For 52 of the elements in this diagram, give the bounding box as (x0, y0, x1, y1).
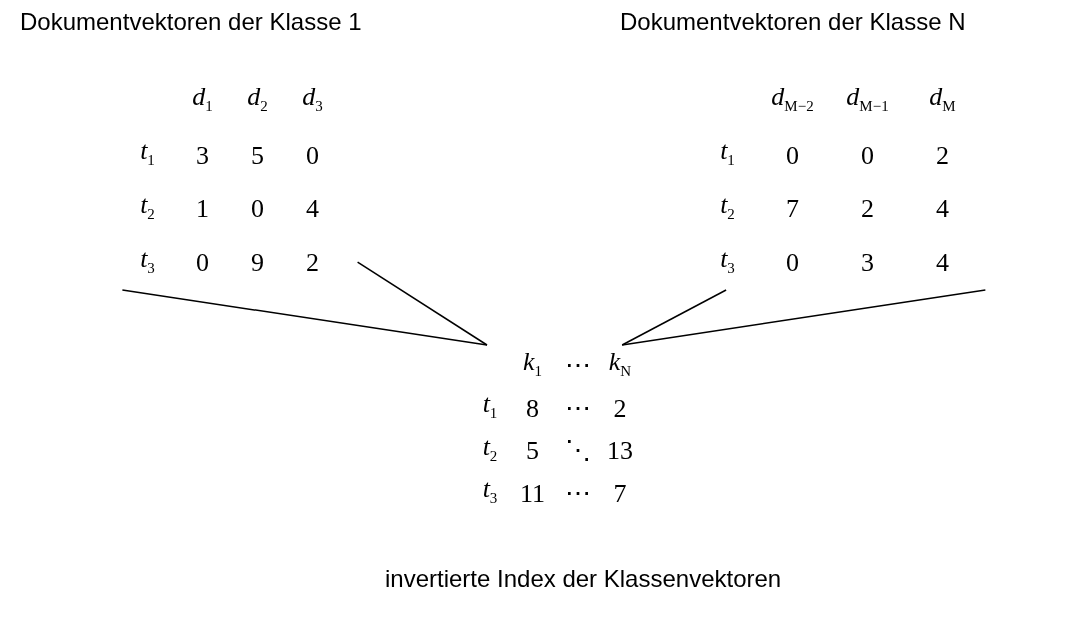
matrix-entry: 7 (786, 194, 799, 225)
connector-line (356, 261, 488, 346)
matrix-entry: 0 (786, 140, 799, 171)
matrix-entry: t$_{2}$ (482, 431, 498, 466)
matrix-entry: t$_{1}$ (140, 136, 155, 171)
matrix-entry: t$_{2}$ (720, 189, 735, 224)
matrix-entry: t$_{3}$ (482, 474, 498, 509)
connector-line (121, 289, 488, 346)
matrix-entry: t$_{3}$ (720, 243, 735, 278)
matrix-entry: t$_{1}$ (482, 389, 498, 424)
matrix-entry: 11 (519, 478, 545, 509)
matrix-entry: 5 (526, 436, 539, 467)
matrix-entry: 3 (861, 248, 874, 279)
matrix-entry: ⋯ (564, 478, 591, 509)
matrix-entry: 0 (306, 140, 319, 171)
matrix-entry: ⋱ (564, 436, 591, 467)
matrix-entry: 1 (196, 194, 209, 225)
matrix-entry: 2 (861, 194, 874, 225)
matrix-entry: 3 (196, 140, 209, 171)
matrix-entry: d$_{M−1}$ (846, 82, 889, 117)
matrix-entry: 0 (786, 248, 799, 279)
matrix-entry: 13 (607, 436, 633, 467)
matrix-entry: t$_{3}$ (140, 243, 155, 278)
matrix-entry: 7 (613, 478, 627, 509)
node-label: invertierte Index der Klassenvektoren (385, 565, 782, 593)
matrix-entry: 5 (251, 140, 264, 171)
matrix-entry: 0 (251, 194, 264, 225)
matrix-entry: d$_{1}$ (192, 82, 213, 117)
matrix-entry: 2 (936, 140, 949, 171)
matrix-entry: k$_{1}$ (522, 346, 542, 381)
matrix-entry: 9 (251, 248, 264, 279)
matrix-entry: k$_{N}$ (608, 346, 632, 381)
matrix-entry: 8 (526, 393, 539, 424)
matrix-entry: 2 (306, 248, 319, 279)
connector-line (621, 289, 987, 346)
matrix-entry: d$_{M−2}$ (771, 82, 814, 117)
node-label: Dokumentvektoren der Klasse 1 (20, 8, 362, 36)
matrix-entry: d$_{2}$ (247, 82, 268, 117)
matrix-entry: d$_{M}$ (929, 82, 956, 117)
node-label: Dokumentvektoren der Klasse N (620, 8, 966, 36)
matrix-entry: 2 (613, 393, 627, 424)
matrix-entry: ⋯ (564, 393, 591, 424)
matrix-entry: 4 (306, 194, 319, 225)
matrix-entry: 4 (936, 194, 949, 225)
connector-line (621, 289, 727, 346)
matrix-entry: 0 (196, 248, 209, 279)
matrix-entry: ⋯ (564, 351, 591, 382)
matrix-entry: t$_{1}$ (720, 136, 735, 171)
matrix-entry: 0 (861, 140, 874, 171)
matrix-entry: d$_{3}$ (302, 82, 323, 117)
matrix-entry: t$_{2}$ (140, 189, 155, 224)
matrix-entry: 4 (936, 248, 949, 279)
